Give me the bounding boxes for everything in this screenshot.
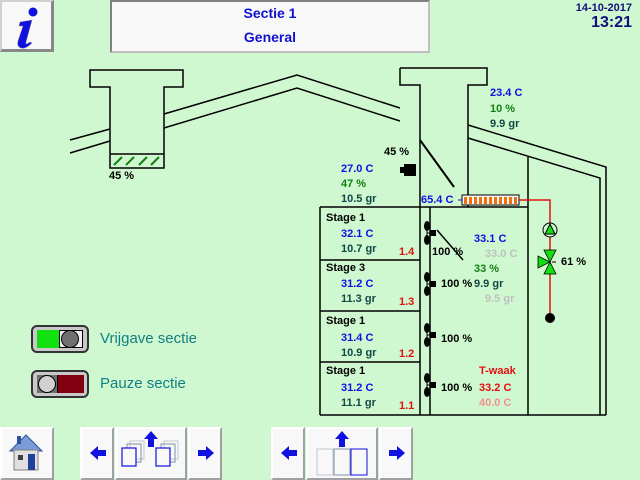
arrow-left-icon <box>281 446 297 460</box>
section-title: Sectie 1 <box>243 5 297 21</box>
toggle-knob <box>38 375 56 393</box>
info-icon <box>17 7 38 49</box>
next-page-button[interactable] <box>379 427 413 480</box>
stage-name: Stage 3 <box>326 262 366 274</box>
left-chimney <box>89 69 184 169</box>
pipe-end-icon <box>545 313 555 323</box>
mixing-valve-icon <box>537 249 557 275</box>
fan-icon <box>424 373 436 397</box>
page-overview-button[interactable] <box>306 427 378 480</box>
twaak-label: T-waak <box>479 365 516 377</box>
arrow-right-icon <box>389 446 405 460</box>
pause-section-label: Pauze sectie <box>100 375 186 392</box>
section-subtitle: General <box>243 29 297 45</box>
heating-pipe <box>519 199 551 316</box>
section-overview-button[interactable] <box>115 427 187 480</box>
info-button[interactable] <box>0 0 54 52</box>
stage-fan-percent: 100 % <box>441 382 473 394</box>
room-absolute-setpoint: 9.5 gr <box>485 293 515 305</box>
heater-temperature: 65.4 C <box>421 194 454 206</box>
pump-icon <box>542 222 558 238</box>
room-humidity: 33 % <box>474 263 500 275</box>
stage-temperature: 31.2 C <box>341 278 374 290</box>
stage-ratio: 1.3 <box>399 296 415 308</box>
toggle-knob <box>61 330 79 348</box>
date-display: 14-10-2017 <box>575 2 632 14</box>
stage-temperature: 32.1 C <box>341 228 374 240</box>
twaak-temperature: 33.2 C <box>479 382 512 394</box>
stage-ratio: 1.4 <box>399 246 415 258</box>
valve-percent: 61 % <box>561 256 587 268</box>
stage-absolute: 10.9 gr <box>341 347 377 359</box>
release-section-label: Vrijgave sectie <box>100 330 197 347</box>
twaak-setpoint: 40.0 C <box>479 397 512 409</box>
stage-ratio: 1.2 <box>399 348 415 360</box>
next-section-button[interactable] <box>188 427 222 480</box>
stage-temperature: 31.2 C <box>341 382 374 394</box>
fan-icon <box>424 323 436 347</box>
stage-name: Stage 1 <box>326 212 366 224</box>
stage-ratio: 1.1 <box>399 400 415 412</box>
stage-absolute: 10.7 gr <box>341 243 377 255</box>
inlet-flap-percent: 45 % <box>384 146 410 158</box>
time-display: 13:21 <box>591 14 632 31</box>
stage-name: Stage 1 <box>326 365 366 377</box>
stage-name: Stage 1 <box>326 315 366 327</box>
room-absolute: 9.9 gr <box>474 278 504 290</box>
prev-section-button[interactable] <box>80 427 114 480</box>
arrow-left-icon <box>90 446 106 460</box>
right-chimney <box>400 67 488 207</box>
title-panel: Sectie 1 General <box>110 0 430 53</box>
outside-temperature: 23.4 C <box>490 87 523 99</box>
stage-absolute: 11.1 gr <box>341 397 376 409</box>
stage-fan-percent: 100 % <box>432 246 464 258</box>
release-section-toggle[interactable] <box>31 325 89 353</box>
heater-icon <box>458 194 520 206</box>
stage-temperature: 31.4 C <box>341 332 374 344</box>
stage-fan-percent: 100 % <box>441 278 473 290</box>
home-icon <box>8 434 44 471</box>
room-temperature-setpoint: 33.0 C <box>485 248 518 260</box>
page-columns-icon <box>316 431 368 476</box>
outside-absolute: 9.9 gr <box>490 118 520 130</box>
arrow-right-icon <box>198 446 214 460</box>
louver-icon <box>113 156 160 166</box>
prev-page-button[interactable] <box>271 427 305 480</box>
stage-fan-percent: 100 % <box>441 333 473 345</box>
actuator-icon <box>404 164 416 176</box>
inlet-humidity: 47 % <box>341 178 367 190</box>
inlet-temperature: 27.0 C <box>341 163 374 175</box>
fan-icon <box>424 221 436 245</box>
fan-icon <box>424 272 436 296</box>
section-pages-icon <box>121 431 179 467</box>
pause-section-toggle[interactable] <box>31 370 89 398</box>
room-temperature: 33.1 C <box>474 233 507 245</box>
inlet-absolute: 10.5 gr <box>341 193 377 205</box>
home-button[interactable] <box>0 427 54 480</box>
left-valve-percent: 45 % <box>109 170 135 182</box>
stage-absolute: 11.3 gr <box>341 293 376 305</box>
outside-humidity: 10 % <box>490 103 516 115</box>
